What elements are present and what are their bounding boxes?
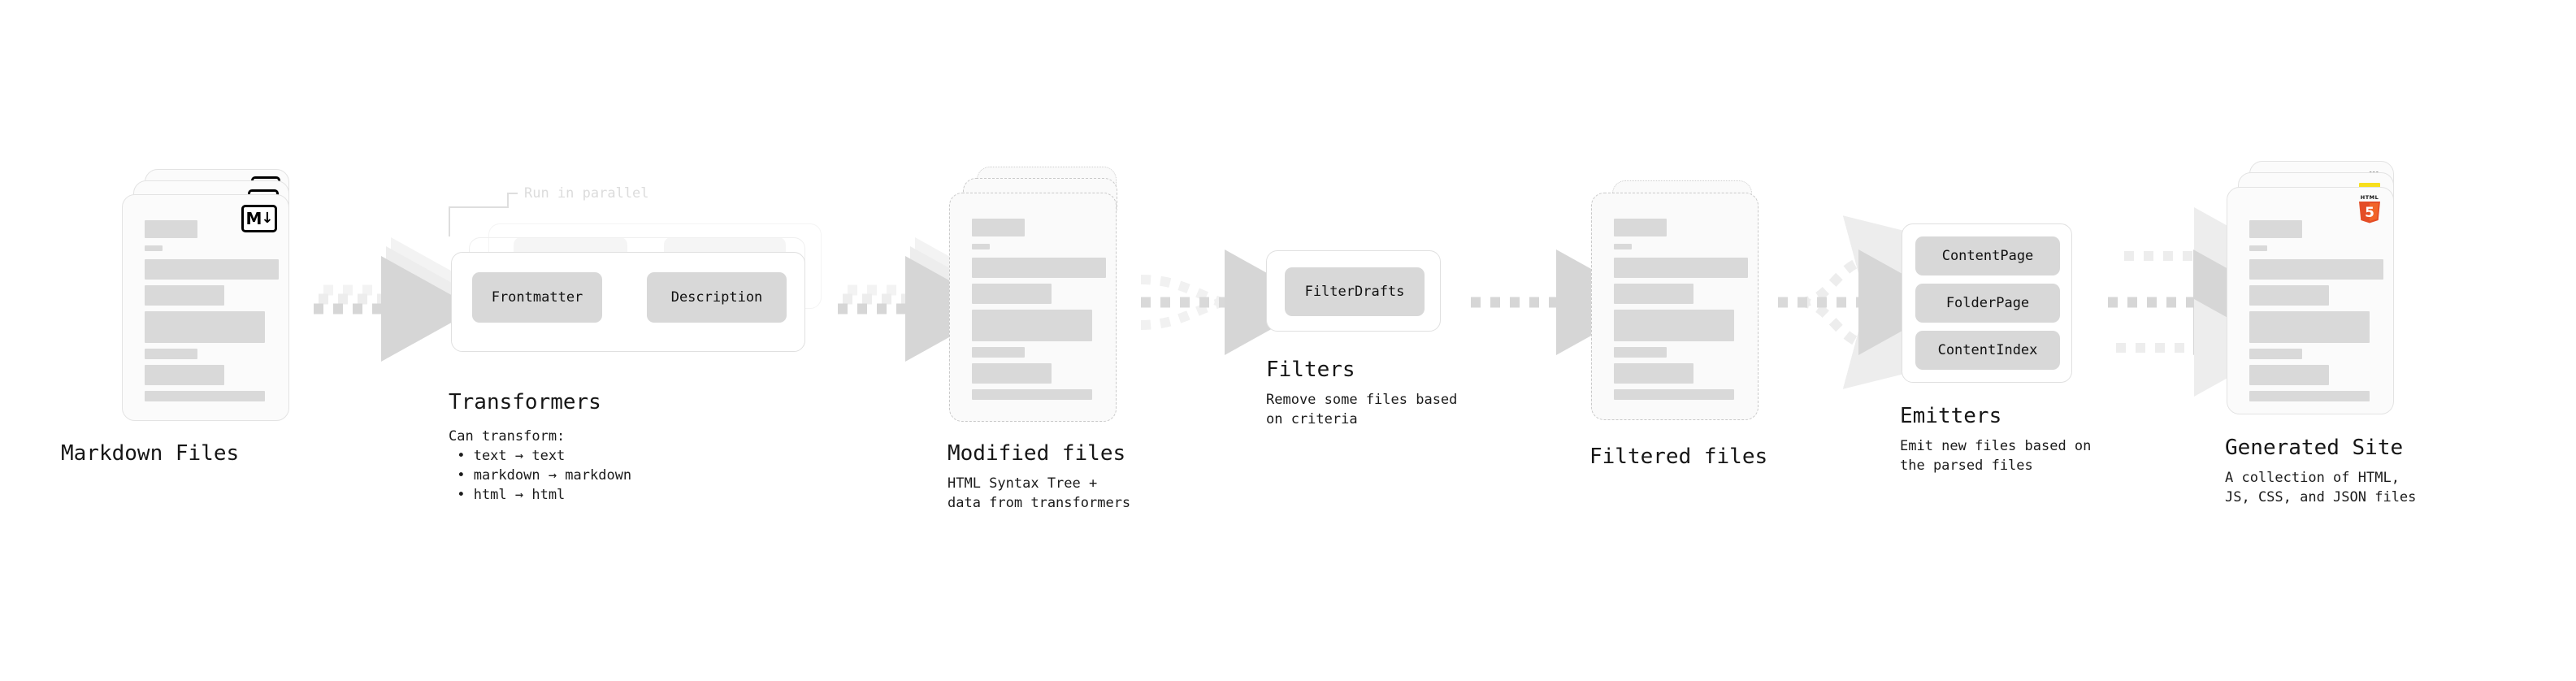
stage-title-filtered-files: Filtered files [1589,445,1768,469]
emitters-box[interactable]: ContentPage FolderPage ContentIndex [1902,223,2072,383]
site-doc-front: HTML 5 [2227,187,2394,414]
stage-markdown-files: M↓ M↓ M↓ Markdown Files [61,169,309,466]
run-in-parallel-bracket [449,193,518,236]
modified-doc-front [949,193,1117,422]
stage-generated-site: CSS HTML [2225,161,2422,505]
emitter-chip-folderpage[interactable]: FolderPage [1915,284,2060,323]
filters-box[interactable]: FilterDrafts [1266,250,1441,332]
connector-modified-to-filters [1140,249,1320,355]
stage-title-emitters: Emitters [1900,404,2002,428]
stage-caption-modified-files: HTML Syntax Tree + data from transformer… [948,475,1131,511]
stage-modified-files: Modified files HTML Syntax Tree + data f… [948,167,1136,511]
transformer-chip-frontmatter[interactable]: Frontmatter [472,272,602,323]
markdown-icon: M↓ [241,205,277,232]
stage-caption-emitters: Emit new files based on the parsed files [1900,438,2092,474]
stage-title-transformers: Transformers [449,390,601,414]
emitter-chip-contentindex[interactable]: ContentIndex [1915,331,2060,370]
document-placeholder-lines [1592,193,1758,419]
stage-title-modified-files: Modified files [948,441,1126,466]
stage-filtered-files: Filtered files [1589,180,1778,469]
stage-caption-generated-site: A collection of HTML, JS, CSS, and JSON … [2225,470,2417,505]
document-placeholder-lines [123,195,288,420]
document-placeholder-lines [2227,188,2393,414]
run-in-parallel-label: Run in parallel [524,185,649,202]
markdown-doc-front: M↓ [122,194,289,421]
stage-title-filters: Filters [1266,358,1355,382]
connector-md-to-transformers [314,237,486,362]
filter-chip-filterdrafts[interactable]: FilterDrafts [1285,267,1425,316]
html5-icon: HTML 5 [2357,193,2383,223]
transformer-chip-description[interactable]: Description [647,272,787,323]
transformer-box-front[interactable]: Frontmatter Description [451,252,805,352]
connector-transformers-to-modified [838,237,1010,362]
document-placeholder-lines [950,193,1116,421]
stage-title-generated-site: Generated Site [2225,436,2404,460]
filtered-doc-front [1591,193,1759,420]
emitter-chip-contentpage[interactable]: ContentPage [1915,236,2060,275]
svg-text:5: 5 [2365,205,2374,221]
stage-caption-transformers: Can transform: • text → text • markdown … [449,428,632,503]
connector-filtered-to-emitters [1778,215,1954,389]
svg-text:HTML: HTML [2361,194,2379,201]
connector-emitters-to-site [2108,207,2288,397]
stage-caption-filters: Remove some files based on criteria [1266,392,1458,427]
stage-title-markdown-files: Markdown Files [61,441,240,466]
